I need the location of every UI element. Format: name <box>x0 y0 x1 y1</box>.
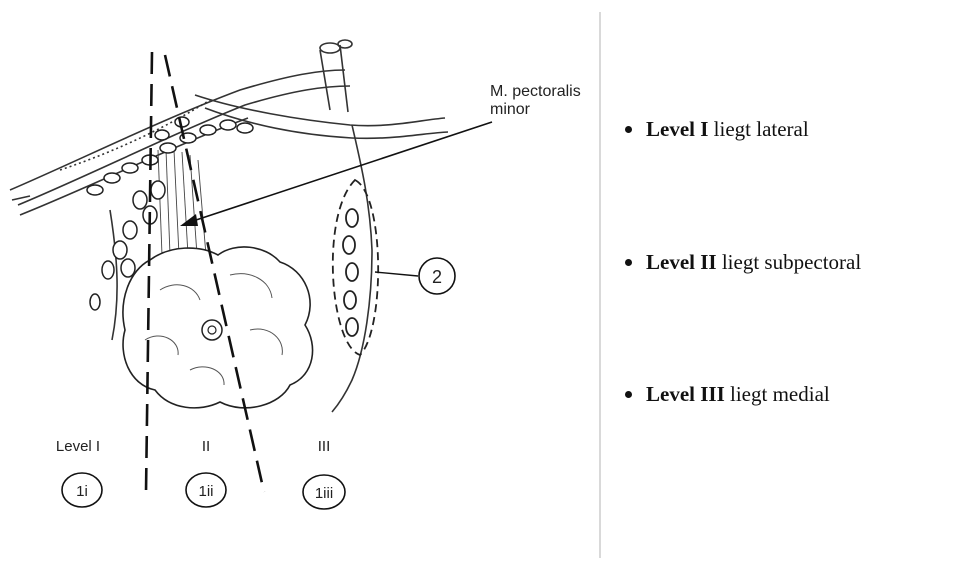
bullet-bold: Level III <box>646 382 725 406</box>
pectoralis-minor-muscle <box>158 150 206 255</box>
axillary-lymph-node-diagram: 2 M. pectoralis minor Level I II III 1i … <box>0 0 600 558</box>
callout-2: 2 <box>375 258 455 294</box>
level-code-1iii: 1iii <box>315 485 333 502</box>
bullet-bold: Level II <box>646 250 717 274</box>
level-label-1: Level I <box>56 438 100 455</box>
bullet-dot-icon <box>625 391 632 398</box>
level-code-1i: 1i <box>76 483 88 500</box>
bullet-text: liegt medial <box>725 382 830 406</box>
callout-number: 2 <box>432 267 442 287</box>
bullet-bold: Level I <box>646 117 708 141</box>
bullet-text: liegt subpectoral <box>717 250 862 274</box>
bullet-text: liegt lateral <box>708 117 808 141</box>
level-label-2: II <box>202 438 210 455</box>
bullet-level-2: Level II liegt subpectoral <box>625 250 861 275</box>
breast-tissue <box>123 247 313 408</box>
bullet-level-3: Level III liegt medial <box>625 382 830 407</box>
muscle-label-line2: minor <box>490 101 531 118</box>
level-label-3: III <box>318 438 331 455</box>
bullet-level-1: Level I liegt lateral <box>625 117 809 142</box>
bullet-dot-icon <box>625 259 632 266</box>
vertical-divider <box>599 12 601 558</box>
level-bullet-list: Level I liegt lateral Level II liegt sub… <box>625 0 970 558</box>
muscle-label-line1: M. pectoralis <box>490 83 581 100</box>
level-code-1ii: 1ii <box>198 483 213 500</box>
bullet-dot-icon <box>625 126 632 133</box>
